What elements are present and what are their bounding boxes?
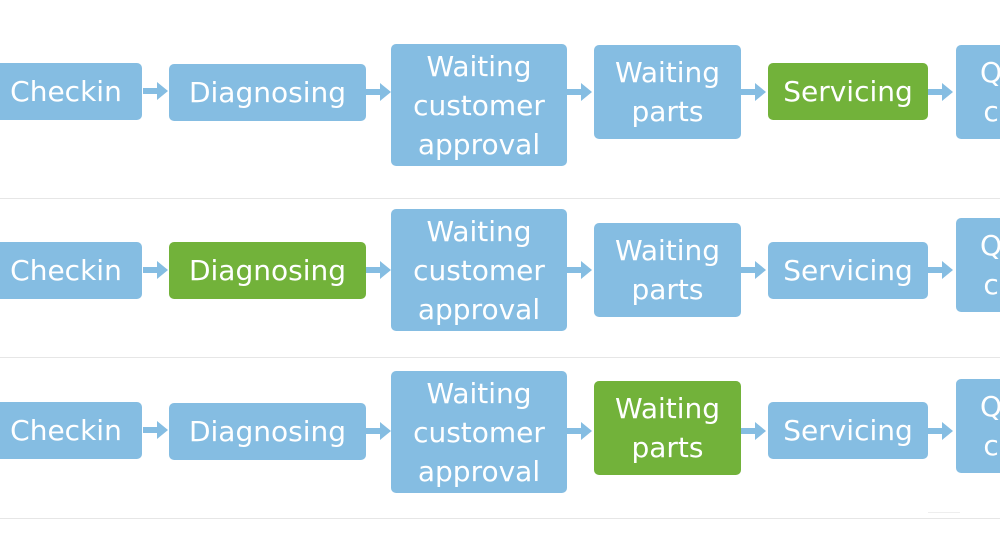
row-divider bbox=[0, 357, 1000, 358]
stage-diagnosing: Diagnosing bbox=[169, 242, 366, 299]
arrow-icon bbox=[567, 82, 593, 102]
stage-diagnosing: Diagnosing bbox=[169, 64, 366, 121]
stage-waiting-customer-approval: Waiting customer approval bbox=[391, 44, 567, 166]
stage-label: Waiting parts bbox=[614, 56, 721, 128]
stage-quality-control-partial: Q c bbox=[956, 218, 1000, 312]
stage-checkin: Checkin bbox=[0, 242, 142, 299]
stage-waiting-customer-approval: Waiting customer approval bbox=[391, 209, 567, 331]
stage-label: Waiting customer approval bbox=[413, 214, 545, 326]
stage-label: Waiting parts bbox=[614, 234, 721, 306]
stage-label: Checkin bbox=[10, 254, 122, 287]
stage-label: Checkin bbox=[10, 75, 122, 108]
arrow-icon bbox=[143, 260, 169, 280]
stage-waiting-customer-approval: Waiting customer approval bbox=[391, 371, 567, 493]
stage-diagnosing: Diagnosing bbox=[169, 403, 366, 460]
stage-label: Diagnosing bbox=[188, 415, 347, 448]
arrow-icon bbox=[928, 421, 954, 441]
stage-servicing: Servicing bbox=[768, 63, 928, 120]
arrow-icon bbox=[741, 260, 767, 280]
arrow-icon bbox=[741, 82, 767, 102]
stage-checkin: Checkin bbox=[0, 402, 142, 459]
stage-label: Q c bbox=[980, 229, 1000, 301]
stage-label: Q c bbox=[980, 390, 1000, 462]
stage-servicing: Servicing bbox=[768, 242, 928, 299]
stage-label: Waiting customer approval bbox=[413, 376, 545, 488]
stage-quality-control-partial: Q c bbox=[956, 45, 1000, 139]
stage-quality-control-partial: Q c bbox=[956, 379, 1000, 473]
arrow-icon bbox=[143, 420, 169, 440]
arrow-icon bbox=[143, 81, 169, 101]
arrow-icon bbox=[366, 260, 392, 280]
stage-checkin: Checkin bbox=[0, 63, 142, 120]
stage-waiting-parts: Waiting parts bbox=[594, 45, 741, 139]
row-divider bbox=[0, 198, 1000, 199]
stage-servicing: Servicing bbox=[768, 402, 928, 459]
stage-waiting-parts: Waiting parts bbox=[594, 381, 741, 475]
stage-label: Diagnosing bbox=[188, 76, 347, 109]
arrow-icon bbox=[567, 260, 593, 280]
arrow-icon bbox=[567, 421, 593, 441]
stage-label: Servicing bbox=[783, 414, 913, 447]
stage-label: Checkin bbox=[10, 414, 122, 447]
stage-label: Diagnosing bbox=[188, 254, 347, 287]
stage-label: Waiting customer approval bbox=[413, 49, 545, 161]
arrow-icon bbox=[928, 260, 954, 280]
arrow-icon bbox=[366, 421, 392, 441]
stage-waiting-parts: Waiting parts bbox=[594, 223, 741, 317]
row-divider bbox=[0, 518, 1000, 519]
arrow-icon bbox=[928, 82, 954, 102]
arrow-icon bbox=[366, 82, 392, 102]
decorative-line bbox=[928, 512, 960, 513]
stage-label: Q c bbox=[980, 56, 1000, 128]
stage-label: Servicing bbox=[783, 75, 913, 108]
stage-label: Waiting parts bbox=[614, 392, 721, 464]
arrow-icon bbox=[741, 421, 767, 441]
stage-label: Servicing bbox=[783, 254, 913, 287]
